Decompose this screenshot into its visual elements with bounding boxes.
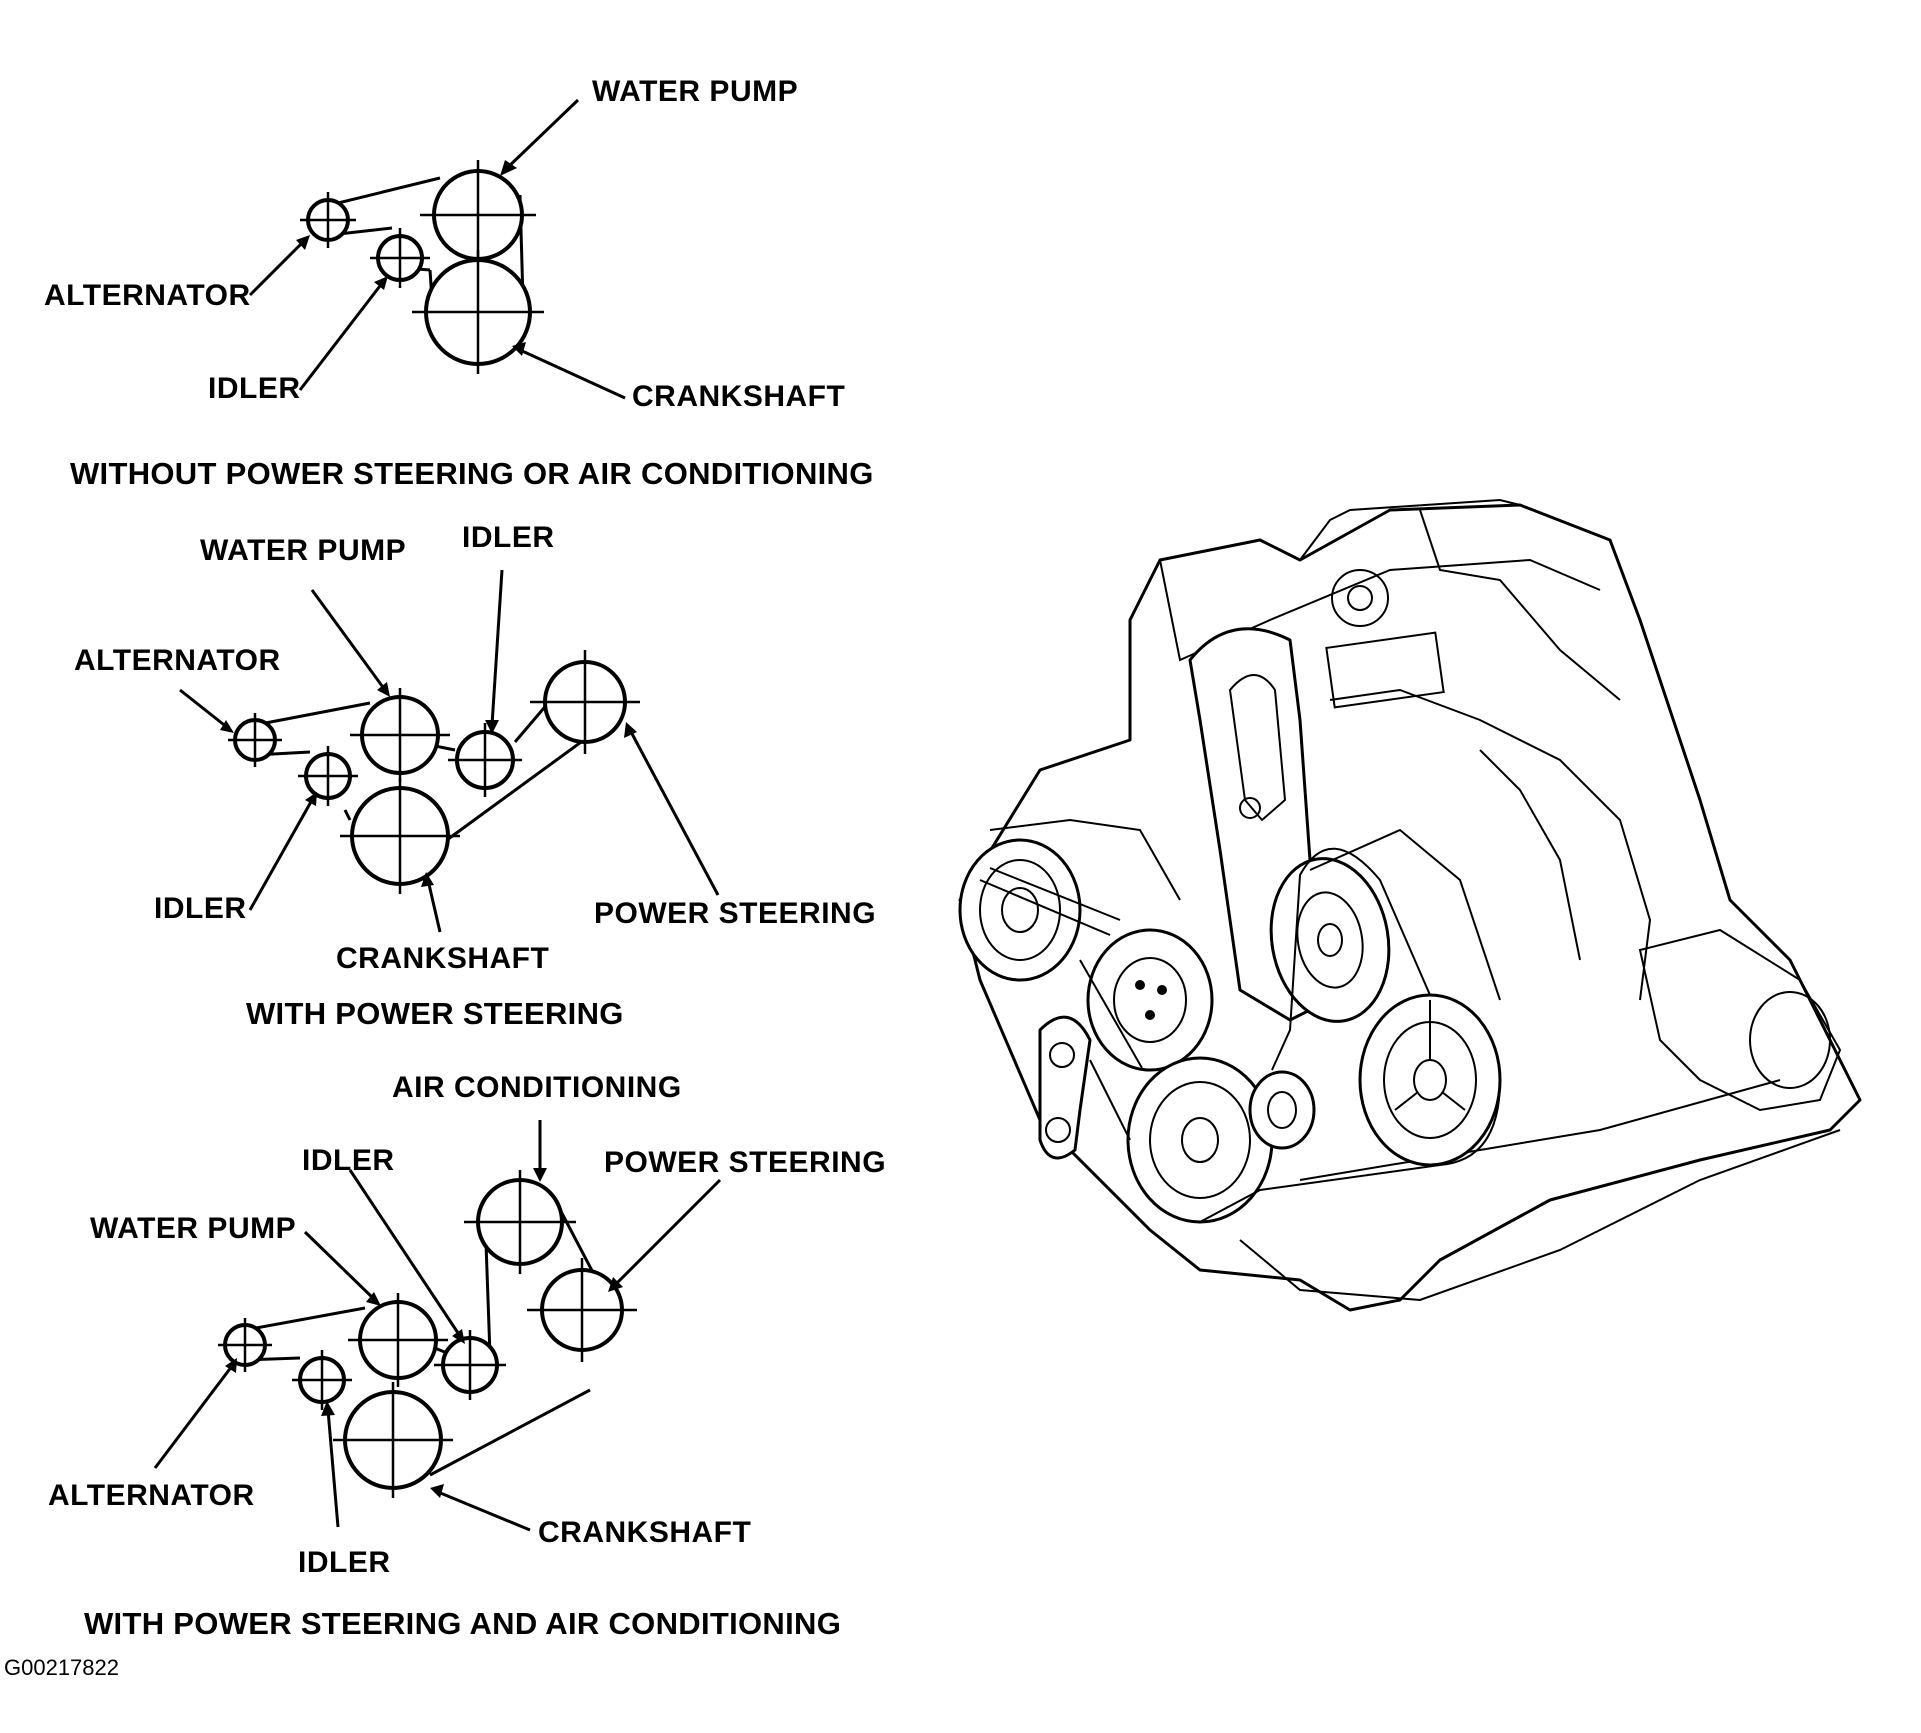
pulley-crankshaft <box>340 778 460 894</box>
diagram-with-ps-ac: AIR CONDITIONING IDLER POWER STEERING WA… <box>48 1071 886 1641</box>
label-water-pump: WATER PUMP <box>592 75 798 108</box>
label-idler-top: IDLER <box>302 1144 395 1177</box>
label-idler: IDLER <box>208 372 301 405</box>
label-water-pump: WATER PUMP <box>200 534 406 567</box>
leader-arrows <box>248 98 626 400</box>
pulley-idler-bottom <box>292 1350 352 1410</box>
label-idler-top: IDLER <box>462 521 555 554</box>
label-crankshaft: CRANKSHAFT <box>538 1516 751 1549</box>
label-power-steering: POWER STEERING <box>604 1146 886 1179</box>
pulley-alternator <box>300 192 356 248</box>
leader-arrows <box>179 569 720 933</box>
pulley-idler-top <box>434 1330 506 1400</box>
engine-idler-pulley <box>1248 1070 1316 1150</box>
leader-arrows <box>153 1120 722 1532</box>
pulley-alternator <box>228 713 282 767</box>
engine-belt <box>979 847 1501 1223</box>
caption-diagram-3: WITH POWER STEERING AND AIR CONDITIONING <box>84 1606 841 1641</box>
engine-water-pump-pulley <box>1086 928 1214 1072</box>
pulley-crankshaft <box>412 250 544 374</box>
pulley-air-conditioning <box>464 1170 576 1274</box>
engine-alternator <box>958 818 1181 982</box>
pulley-power-steering <box>527 1258 637 1362</box>
engine-ac-pulley <box>1269 857 1391 1023</box>
label-crankshaft: CRANKSHAFT <box>632 380 845 413</box>
pulley-crankshaft <box>333 1382 453 1498</box>
figure-code: G00217822 <box>4 1655 119 1680</box>
label-idler-bottom: IDLER <box>298 1546 391 1579</box>
label-idler-bottom: IDLER <box>154 892 247 925</box>
engine-crank-pulley <box>1126 1056 1274 1224</box>
pulley-idler <box>370 228 430 288</box>
diagram-with-ps: WATER PUMP IDLER ALTERNATOR IDLER POWER … <box>74 521 876 1031</box>
engine-tensioner <box>1038 1015 1092 1160</box>
pulley-water-pump <box>350 688 450 782</box>
label-water-pump: WATER PUMP <box>90 1212 296 1245</box>
engine-ps-pulley <box>1358 993 1502 1167</box>
label-crankshaft: CRANKSHAFT <box>336 942 549 975</box>
engine-illustration <box>958 498 1862 1312</box>
label-power-steering: POWER STEERING <box>594 897 876 930</box>
pulley-water-pump <box>348 1293 448 1387</box>
label-alternator: ALTERNATOR <box>48 1479 255 1512</box>
diagram-without-ps-ac: WATER PUMP ALTERNATOR IDLER CRANKSHAFT W… <box>44 75 874 491</box>
label-air-conditioning: AIR CONDITIONING <box>392 1071 682 1104</box>
caption-diagram-2: WITH POWER STEERING <box>246 996 624 1031</box>
pulley-idler-bottom <box>298 746 358 806</box>
label-alternator: ALTERNATOR <box>44 279 251 312</box>
caption-diagram-1: WITHOUT POWER STEERING OR AIR CONDITIONI… <box>70 456 874 491</box>
pulley-power-steering <box>530 650 640 754</box>
pulley-alternator <box>218 1318 272 1372</box>
pulley-idler-top <box>448 723 522 797</box>
label-alternator: ALTERNATOR <box>74 644 281 677</box>
